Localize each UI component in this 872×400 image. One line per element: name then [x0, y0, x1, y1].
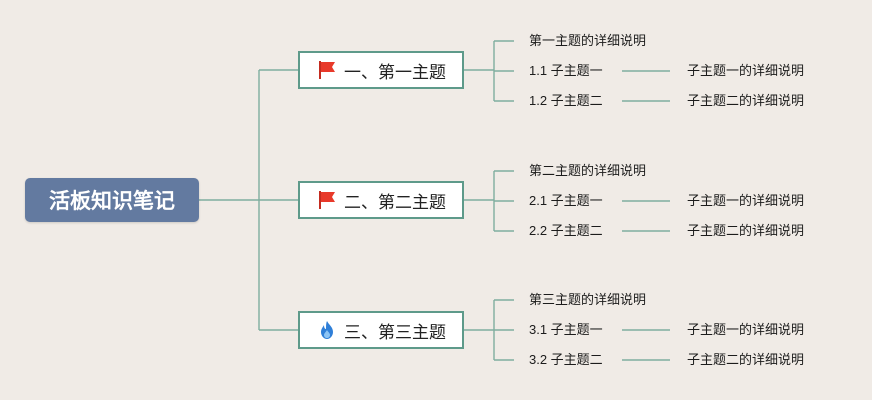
topic-description[interactable]: 第一主题的详细说明 — [529, 33, 647, 48]
topic-label: 一、第一主题 — [344, 62, 446, 82]
subtopic-detail[interactable]: 子主题二的详细说明 — [687, 93, 805, 108]
topic-description[interactable]: 第二主题的详细说明 — [529, 163, 647, 178]
topic-node-3[interactable]: 三、第三主题 — [298, 311, 464, 349]
topic-description[interactable]: 第三主题的详细说明 — [529, 292, 647, 307]
subtopic-detail[interactable]: 子主题一的详细说明 — [687, 63, 805, 78]
subtopic-label[interactable]: 3.1 子主题一 — [529, 322, 603, 337]
subtopic-label[interactable]: 2.2 子主题二 — [529, 223, 603, 238]
subtopic-label[interactable]: 3.2 子主题二 — [529, 352, 603, 367]
blue-fire-icon — [316, 319, 338, 341]
red-flag-icon — [316, 189, 338, 211]
topic-node-2[interactable]: 二、第二主题 — [298, 181, 464, 219]
topic-label: 二、第二主题 — [344, 192, 446, 212]
subtopic-detail[interactable]: 子主题二的详细说明 — [687, 223, 805, 238]
subtopic-detail[interactable]: 子主题二的详细说明 — [687, 352, 805, 367]
red-flag-icon — [316, 59, 338, 81]
subtopic-label[interactable]: 1.2 子主题二 — [529, 93, 603, 108]
subtopic-detail[interactable]: 子主题一的详细说明 — [687, 322, 805, 337]
topic-label: 三、第三主题 — [344, 322, 446, 342]
topic-node-1[interactable]: 一、第一主题 — [298, 51, 464, 89]
root-node[interactable]: 活板知识笔记 — [25, 178, 199, 222]
subtopic-label[interactable]: 2.1 子主题一 — [529, 193, 603, 208]
subtopic-detail[interactable]: 子主题一的详细说明 — [687, 193, 805, 208]
root-label: 活板知识笔记 — [49, 190, 175, 213]
subtopic-label[interactable]: 1.1 子主题一 — [529, 63, 603, 78]
